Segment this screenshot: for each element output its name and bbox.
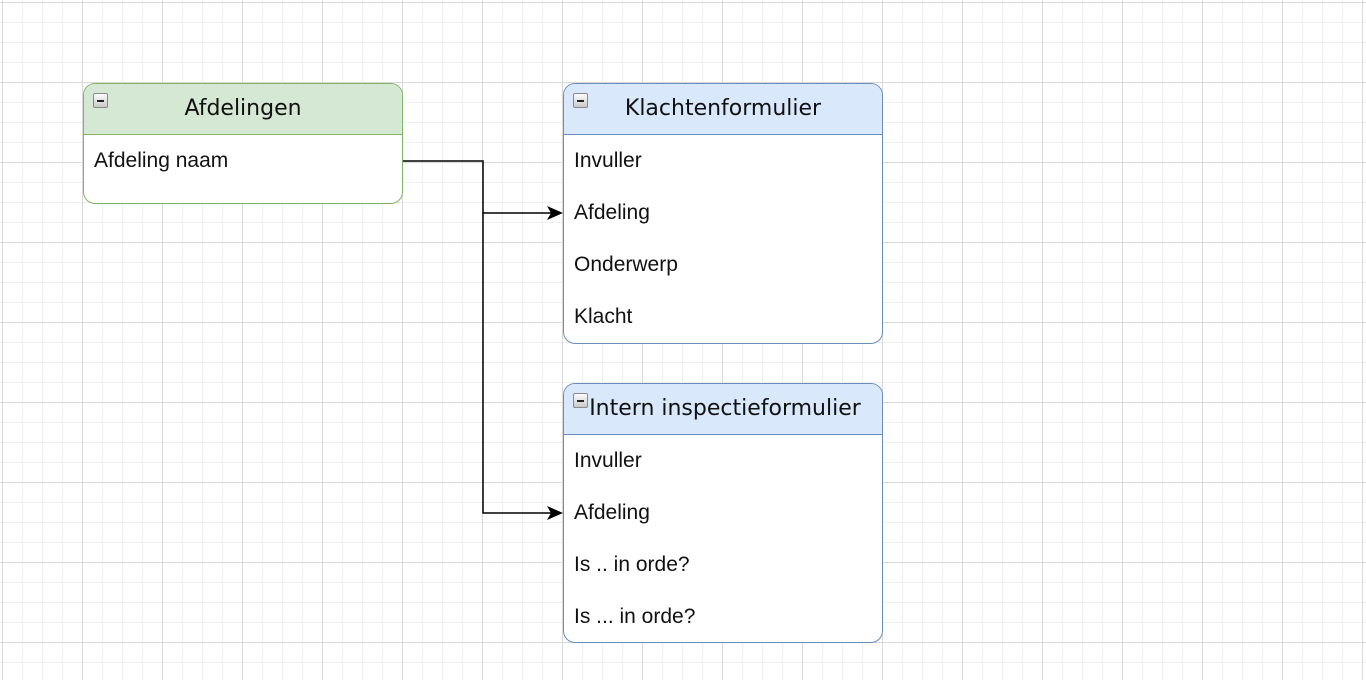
collapse-icon[interactable]: [573, 93, 588, 108]
table-title: Klachtenformulier: [624, 96, 822, 121]
table-row[interactable]: Afdeling naam: [94, 149, 229, 172]
connector-afdelingen-klachten: [403, 160, 563, 220]
table-title: Intern inspectieformulier: [589, 396, 861, 421]
table-intern-inspectieformulier[interactable]: Intern inspectieformulier Invuller Afdel…: [563, 383, 883, 643]
collapse-icon[interactable]: [93, 93, 108, 108]
table-header[interactable]: Afdelingen: [84, 84, 402, 135]
table-row[interactable]: Is ... in orde?: [574, 605, 696, 628]
collapse-icon[interactable]: [573, 393, 588, 408]
table-row[interactable]: Afdeling: [574, 501, 650, 524]
table-row[interactable]: Invuller: [574, 149, 642, 172]
table-afdelingen[interactable]: Afdelingen Afdeling naam: [83, 83, 403, 204]
table-row[interactable]: Afdeling: [574, 201, 650, 224]
connector-afdelingen-intern: [482, 213, 563, 520]
table-header[interactable]: Intern inspectieformulier: [564, 384, 882, 435]
table-row[interactable]: Is .. in orde?: [574, 553, 690, 576]
connector-line: [403, 160, 552, 214]
table-row[interactable]: Onderwerp: [574, 253, 678, 276]
table-klachtenformulier[interactable]: Klachtenformulier Invuller Afdeling Onde…: [563, 83, 883, 344]
connector-line: [482, 213, 552, 514]
arrowhead-icon: [547, 506, 563, 520]
table-header[interactable]: Klachtenformulier: [564, 84, 882, 135]
table-title: Afdelingen: [184, 96, 302, 121]
table-row[interactable]: Invuller: [574, 449, 642, 472]
arrowhead-icon: [547, 206, 563, 220]
table-row[interactable]: Klacht: [574, 305, 633, 328]
